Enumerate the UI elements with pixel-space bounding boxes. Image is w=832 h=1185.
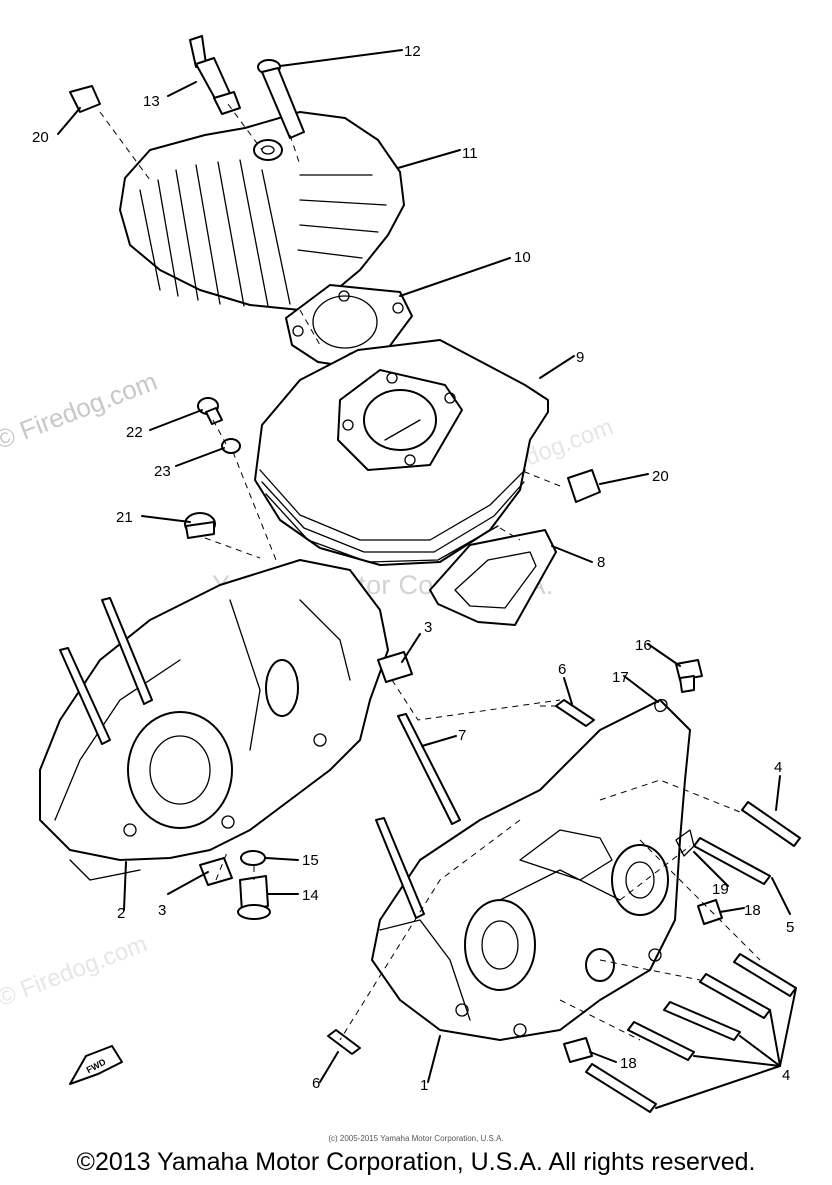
bolt-4 (741, 801, 801, 847)
bolt-6 (327, 1029, 361, 1055)
callout-9: 9 (576, 349, 584, 366)
bolt-4 (627, 1021, 695, 1061)
bolt-16 (675, 659, 703, 693)
callout-21: 21 (116, 509, 133, 526)
dowel-18 (697, 899, 723, 925)
bolt-6 (555, 699, 595, 727)
callout-5: 5 (786, 919, 794, 936)
assembly-guides (99, 103, 761, 1041)
callout-22: 22 (126, 424, 143, 441)
plug-21 (184, 512, 216, 539)
callout-13: 13 (143, 93, 160, 110)
cylinder-head-stud (257, 59, 305, 139)
callout-20: 20 (32, 129, 49, 146)
callout-3: 3 (424, 619, 432, 636)
footer-copyright: ©2013 Yamaha Motor Corporation, U.S.A. A… (76, 1148, 756, 1176)
bolt-4 (585, 1063, 657, 1113)
bolt-4 (699, 973, 771, 1019)
callout-7: 7 (458, 727, 466, 744)
crankcase-stud (375, 817, 425, 919)
callout-10: 10 (514, 249, 531, 266)
dowel-pin (199, 857, 233, 886)
cylinder-head (119, 111, 405, 311)
bolt-5 (693, 837, 771, 885)
callout-11: 11 (462, 145, 478, 162)
crankcase-right (371, 699, 691, 1041)
crankcase-stud (101, 597, 153, 705)
callout-20: 20 (652, 468, 669, 485)
bolt-4 (733, 953, 797, 997)
callout-4: 4 (774, 759, 782, 776)
callout-18: 18 (744, 902, 761, 919)
washer-23 (221, 438, 241, 454)
callout-19: 19 (712, 881, 729, 898)
callout-6: 6 (558, 661, 566, 678)
crankcase-stud (397, 713, 461, 825)
small-copyright-line: (c) 2005-2015 Yamaha Motor Corporation, … (328, 1134, 504, 1143)
dowel-18 (563, 1037, 593, 1063)
callout-6: 6 (312, 1075, 320, 1092)
callout-18: 18 (620, 1055, 637, 1072)
callout-15: 15 (302, 852, 319, 869)
callout-1: 1 (420, 1077, 428, 1094)
clip-17 (654, 698, 668, 713)
bolt-4 (663, 1001, 741, 1041)
callout-12: 12 (404, 43, 421, 60)
callout-17: 17 (612, 669, 629, 686)
callout-8: 8 (597, 554, 605, 571)
head-damper (69, 85, 101, 113)
spark-plug (189, 35, 241, 115)
o-ring-15 (240, 850, 266, 866)
leader-lines (57, 49, 797, 1109)
callout-2: 2 (117, 905, 125, 922)
fwd-arrow-badge: FWD (69, 1045, 123, 1085)
cylinder-damper (567, 469, 601, 503)
callout-3: 3 (158, 902, 166, 919)
callout-4: 4 (782, 1067, 790, 1084)
callout-16: 16 (635, 637, 652, 654)
clamp-19 (675, 829, 695, 857)
crankcase-stud (59, 647, 111, 745)
base-gasket (429, 529, 557, 626)
callout-14: 14 (302, 887, 319, 904)
callout-23: 23 (154, 463, 171, 480)
drain-plug-14 (237, 875, 271, 920)
cylinder (254, 339, 549, 566)
